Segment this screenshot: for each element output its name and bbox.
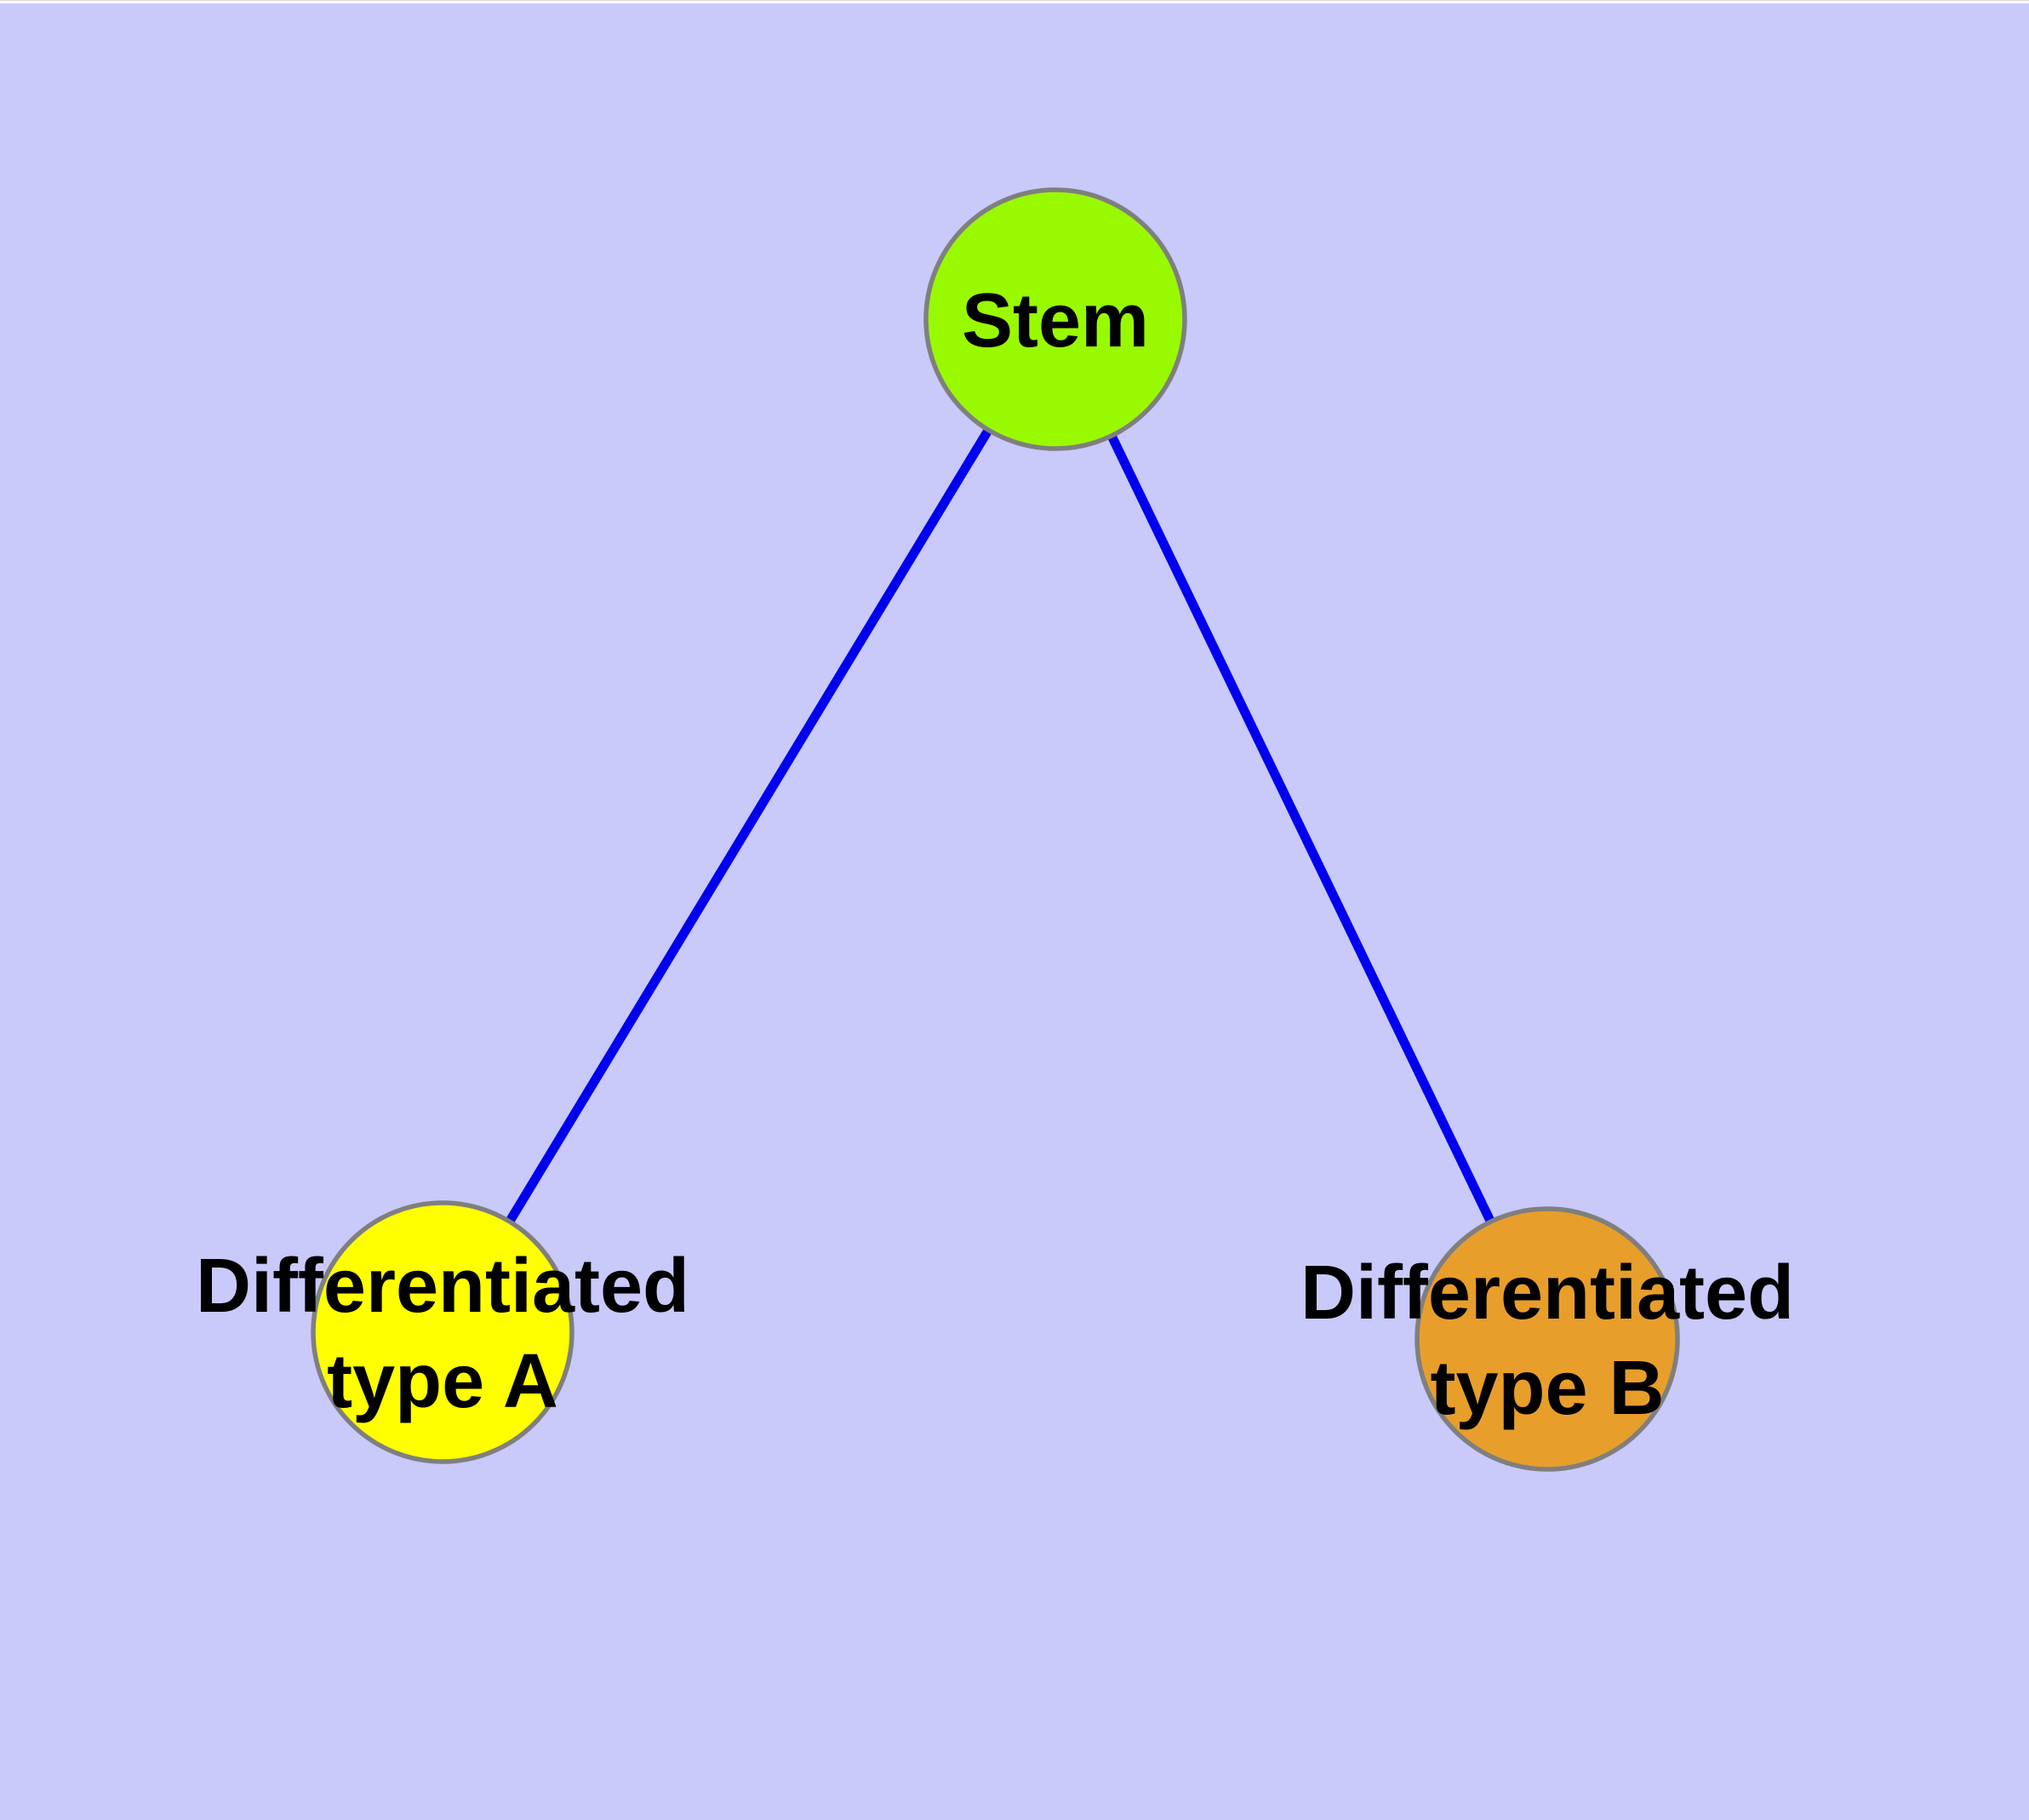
window-top-strip xyxy=(0,1,2029,3)
edges-layer xyxy=(438,317,1552,1342)
node-circle-differentiated-type-a[interactable] xyxy=(311,1200,574,1464)
node-stem[interactable]: Stem xyxy=(923,187,1187,451)
edge-stem-to-differentiated-type-b xyxy=(1051,317,1552,1342)
window-top-line xyxy=(0,0,2029,1)
node-circle-stem[interactable] xyxy=(923,187,1187,451)
node-circle-differentiated-type-b[interactable] xyxy=(1415,1206,1680,1472)
edge-stem-to-differentiated-type-a xyxy=(438,317,1060,1335)
